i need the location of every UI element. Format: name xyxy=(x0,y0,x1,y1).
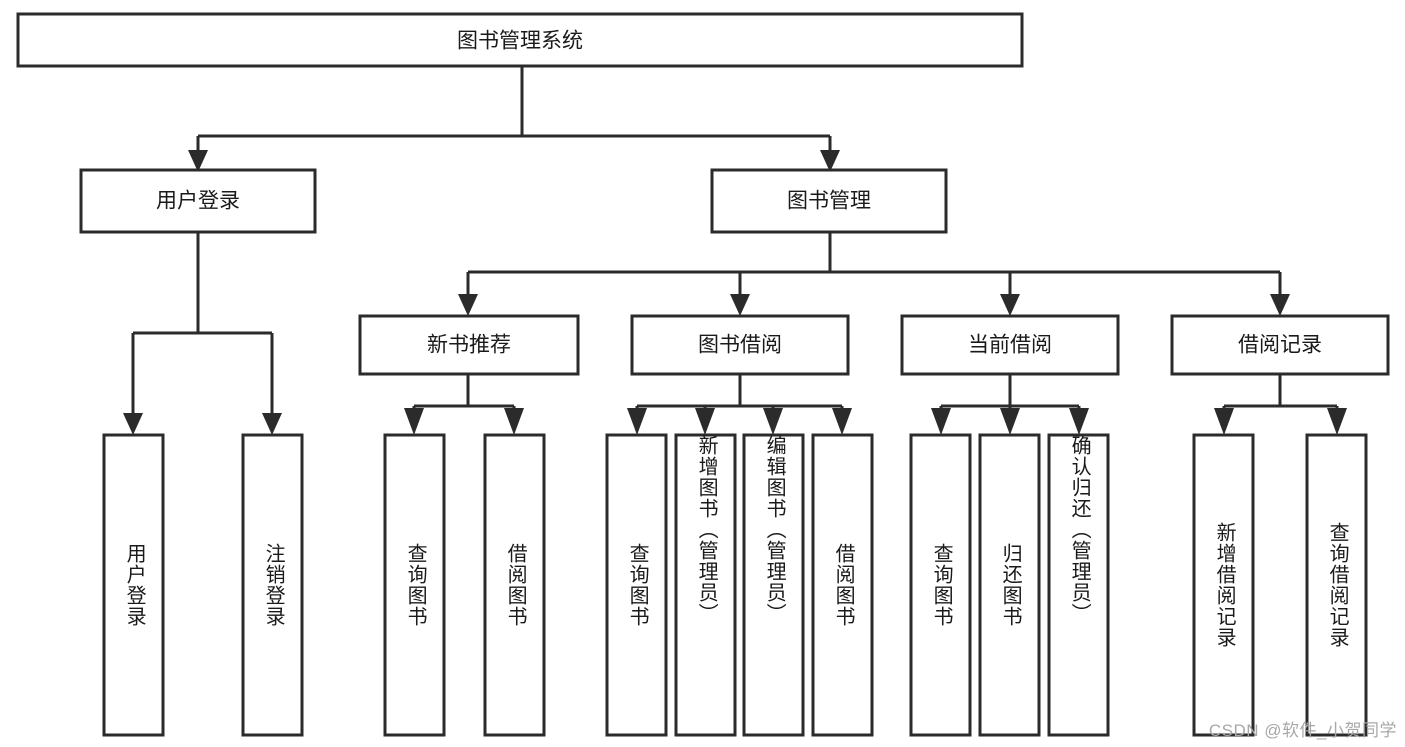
node-box-borrow-record[interactable] xyxy=(1170,314,1390,376)
node-box-leaf-query-book-3[interactable] xyxy=(909,433,972,737)
arrow-head-leaf-borrow-book-1 xyxy=(504,408,524,435)
node-box-leaf-add-record[interactable] xyxy=(1192,433,1255,737)
node-box-leaf-edit-book[interactable] xyxy=(742,433,805,737)
connector-user-login-to-leaves xyxy=(123,232,282,435)
node-box-leaf-return-book[interactable] xyxy=(978,433,1041,737)
arrow-head-book-borrow xyxy=(730,294,750,316)
node-box-book-manage[interactable] xyxy=(710,168,948,234)
arrow-head-borrow-record xyxy=(1270,294,1290,316)
node-box-leaf-query-book-1[interactable] xyxy=(383,433,446,737)
node-label-new-book-recommend: 新书推荐 xyxy=(427,334,511,357)
arrow-head-leaf-add-record xyxy=(1214,408,1234,435)
connector-new-book-recommend-to-leaves xyxy=(404,374,524,435)
node-box-current-borrow[interactable] xyxy=(900,314,1120,376)
node-box-leaf-user-login[interactable] xyxy=(102,433,165,737)
node-box-new-book-recommend[interactable] xyxy=(358,314,580,376)
node-label-book-manage: 图书管理 xyxy=(787,190,871,213)
arrow-head-leaf-logout xyxy=(262,413,282,435)
connector-book-manage-to-level3 xyxy=(458,232,1290,316)
arrow-head-book-manage xyxy=(820,150,840,172)
arrow-head-leaf-add-book xyxy=(695,408,715,435)
node-box-leaf-query-book-2[interactable] xyxy=(605,433,668,737)
connector-root-to-level2 xyxy=(188,66,840,172)
node-box-leaf-borrow-book-1[interactable] xyxy=(483,433,546,737)
arrow-head-leaf-query-book-3 xyxy=(931,408,951,435)
node-box-leaf-borrow-book-2[interactable] xyxy=(811,433,874,737)
node-label-borrow-record: 借阅记录 xyxy=(1238,334,1322,357)
node-box-leaf-add-book[interactable] xyxy=(674,433,737,737)
arrow-head-leaf-confirm-return xyxy=(1069,408,1089,435)
arrow-head-user-login xyxy=(188,150,208,172)
arrow-head-new-book-recommend xyxy=(458,294,478,316)
node-label-root: 图书管理系统 xyxy=(457,30,583,53)
connector-current-borrow-to-leaves xyxy=(931,374,1089,435)
arrow-head-leaf-query-book-2 xyxy=(627,408,647,435)
node-box-leaf-query-record[interactable] xyxy=(1305,433,1368,737)
node-box-book-borrow[interactable] xyxy=(630,314,850,376)
node-label-current-borrow: 当前借阅 xyxy=(968,334,1052,357)
arrow-head-leaf-return-book xyxy=(1000,408,1020,435)
node-box-user-login[interactable] xyxy=(79,168,317,234)
node-box-root[interactable] xyxy=(16,12,1024,68)
node-box-leaf-logout[interactable] xyxy=(241,433,304,737)
connector-borrow-record-to-leaves xyxy=(1214,374,1347,435)
node-label-user-login: 用户登录 xyxy=(156,190,240,213)
arrow-head-leaf-query-book-1 xyxy=(404,408,424,435)
arrow-head-leaf-user-login xyxy=(123,413,143,435)
arrow-head-leaf-borrow-book-2 xyxy=(832,408,852,435)
arrow-head-leaf-query-record xyxy=(1327,408,1347,435)
csdn-watermark: CSDN @软件_小贺同学 xyxy=(1208,721,1397,740)
node-label-book-borrow: 图书借阅 xyxy=(698,334,782,357)
arrow-head-leaf-edit-book xyxy=(763,408,783,435)
connector-book-borrow-to-leaves xyxy=(627,374,852,435)
node-box-leaf-confirm-return[interactable] xyxy=(1047,433,1110,737)
arrow-head-current-borrow xyxy=(1000,294,1020,316)
